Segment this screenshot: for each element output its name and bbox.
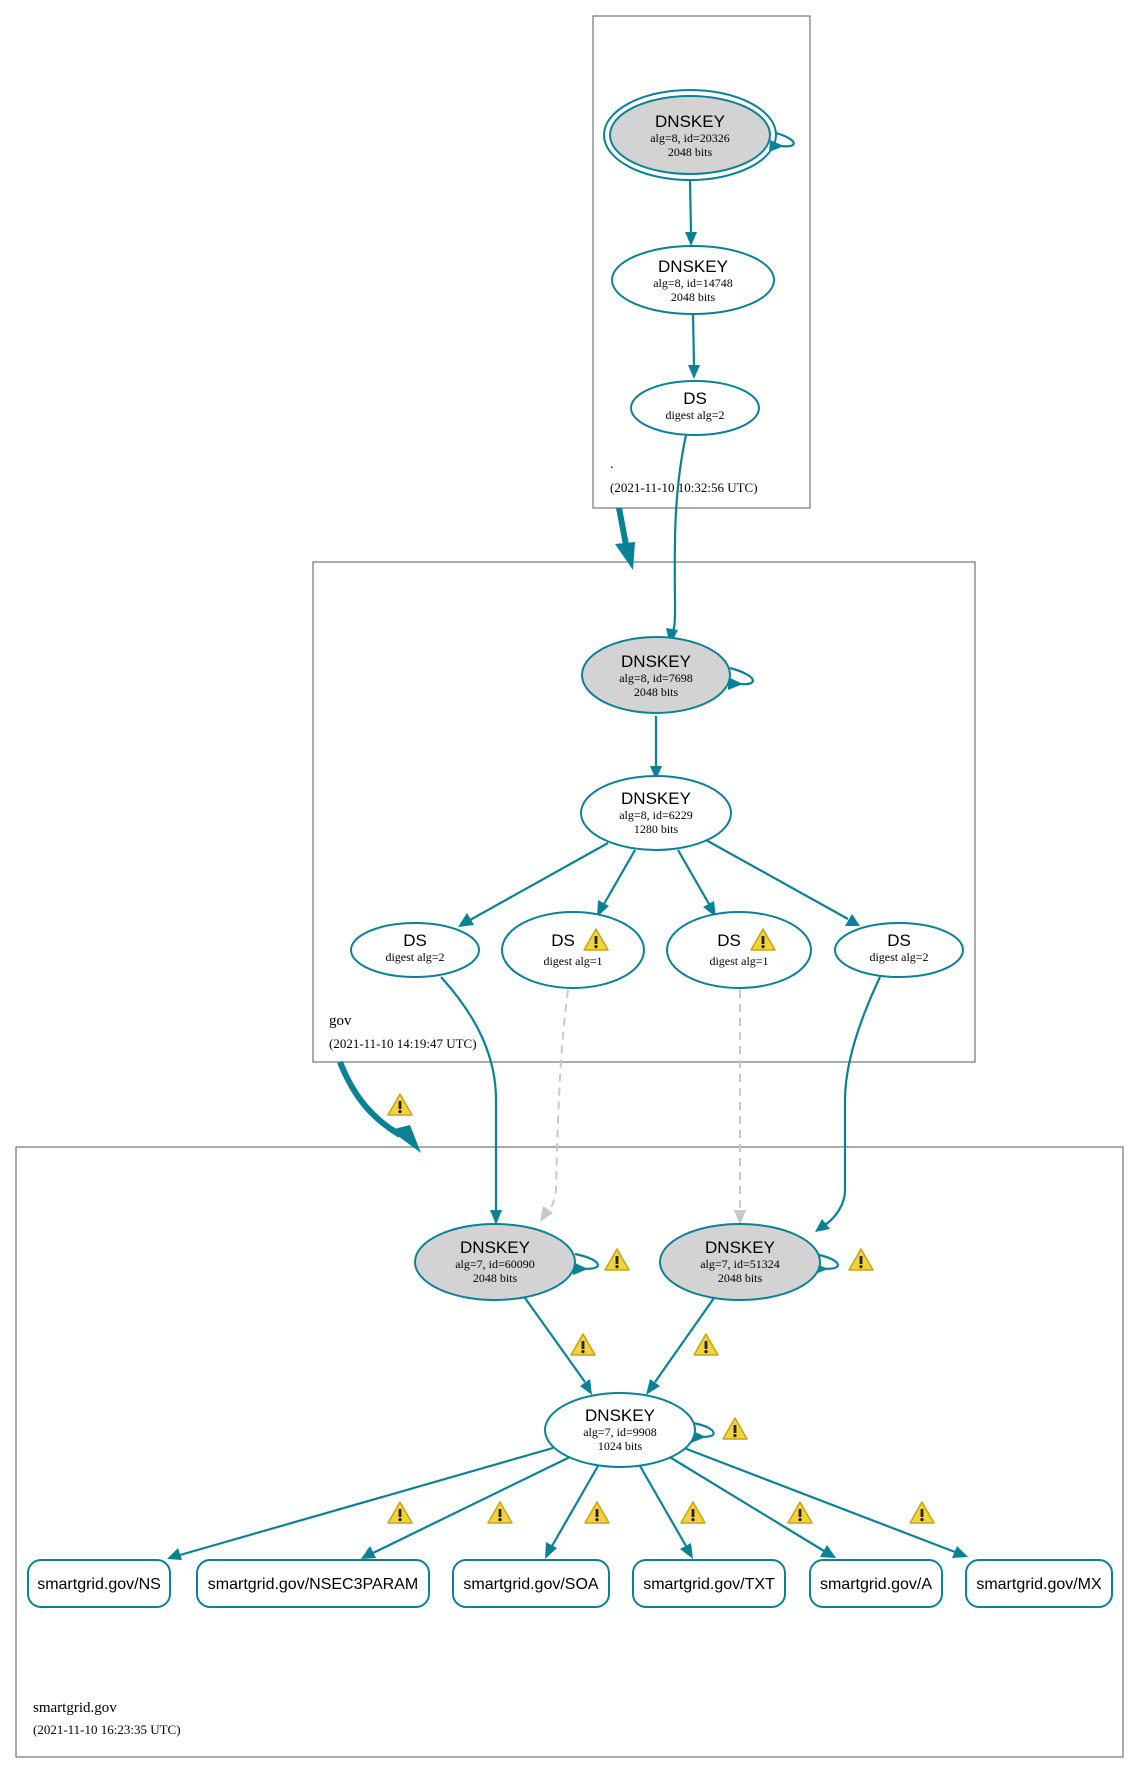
record-a[interactable]: smartgrid.gov/A	[809, 1559, 943, 1608]
node-sg-ksk-51324[interactable]: DNSKEY alg=7, id=51324 2048 bits	[659, 1223, 821, 1301]
zone-root-timestamp: (2021-11-10 10:32:56 UTC)	[610, 480, 758, 495]
zone-smartgrid: smartgrid.gov (2021-11-10 16:23:35 UTC)	[15, 1146, 1124, 1758]
node-gov-ds-3[interactable]: DS digest alg=1	[666, 911, 812, 989]
node-detail: digest alg=2	[385, 950, 444, 964]
warning-icon	[787, 1501, 813, 1524]
record-nsec3param[interactable]: smartgrid.gov/NSEC3PARAM	[196, 1559, 430, 1608]
warning-icon	[487, 1501, 513, 1524]
node-type: DS	[717, 931, 741, 950]
record-label: smartgrid.gov/A	[820, 1576, 932, 1593]
node-type: DNSKEY	[655, 112, 725, 131]
warning-icon	[570, 1333, 596, 1356]
zone-smartgrid-name: smartgrid.gov	[33, 1700, 117, 1716]
node-type: DNSKEY	[621, 652, 691, 671]
node-gov-ksk[interactable]: DNSKEY alg=8, id=7698 2048 bits	[581, 636, 731, 714]
zone-gov: gov (2021-11-10 14:19:47 UTC)	[312, 561, 976, 1063]
zone-gov-name: gov	[329, 1013, 352, 1029]
record-label: smartgrid.gov/MX	[976, 1576, 1102, 1593]
zone-gov-timestamp: (2021-11-10 14:19:47 UTC)	[329, 1036, 477, 1051]
record-soa[interactable]: smartgrid.gov/SOA	[452, 1559, 610, 1608]
node-type: DNSKEY	[658, 257, 728, 276]
node-detail: alg=8, id=7698	[619, 671, 693, 685]
zone-smartgrid-timestamp: (2021-11-10 16:23:35 UTC)	[33, 1722, 181, 1737]
node-detail: alg=7, id=9908	[583, 1425, 657, 1439]
node-gov-zsk[interactable]: DNSKEY alg=8, id=6229 1280 bits	[580, 775, 732, 851]
warning-icon	[909, 1501, 935, 1524]
node-type: DNSKEY	[621, 789, 691, 808]
node-type: DS	[887, 931, 911, 950]
node-type: DS	[551, 931, 575, 950]
node-gov-ds-2[interactable]: DS digest alg=1	[501, 911, 645, 989]
node-detail: alg=8, id=14748	[653, 276, 733, 290]
zone-root-name: .	[610, 457, 614, 472]
record-label: smartgrid.gov/NS	[37, 1576, 161, 1593]
node-sg-ksk-60090[interactable]: DNSKEY alg=7, id=60090 2048 bits	[414, 1223, 576, 1301]
node-detail: 2048 bits	[718, 1271, 763, 1285]
edges-gov	[440, 666, 881, 1232]
node-root-zsk[interactable]: DNSKEY alg=8, id=14748 2048 bits	[611, 245, 775, 315]
node-detail: digest alg=2	[665, 408, 724, 422]
node-root-ds[interactable]: DS digest alg=2	[630, 380, 760, 436]
warning-icon	[848, 1248, 874, 1271]
warning-icon	[722, 1417, 748, 1440]
node-detail: digest alg=1	[709, 954, 768, 968]
node-type: DNSKEY	[585, 1406, 655, 1425]
node-detail: alg=7, id=60090	[455, 1257, 535, 1271]
delegation-root-gov	[615, 507, 635, 570]
delegation-gov-smartgrid	[337, 1060, 421, 1153]
record-ns[interactable]: smartgrid.gov/NS	[27, 1559, 171, 1608]
record-label: smartgrid.gov/SOA	[463, 1576, 598, 1593]
warning-icon	[584, 1501, 610, 1524]
node-detail: 2048 bits	[671, 290, 716, 304]
node-detail: digest alg=2	[869, 950, 928, 964]
zone-root: . (2021-11-10 10:32:56 UTC)	[592, 15, 811, 509]
warning-icon	[693, 1333, 719, 1356]
node-detail: 2048 bits	[473, 1271, 518, 1285]
node-detail: 2048 bits	[634, 685, 679, 699]
node-root-ksk[interactable]: DNSKEY alg=8, id=20326 2048 bits	[603, 89, 777, 181]
node-type: DNSKEY	[705, 1238, 775, 1257]
node-type: DNSKEY	[460, 1238, 530, 1257]
node-detail: 1280 bits	[634, 822, 679, 836]
warning-icon	[680, 1501, 706, 1524]
node-detail: 1024 bits	[598, 1439, 643, 1453]
record-mx[interactable]: smartgrid.gov/MX	[965, 1559, 1113, 1608]
node-sg-zsk-9908[interactable]: DNSKEY alg=7, id=9908 1024 bits	[544, 1392, 696, 1468]
warning-icon	[387, 1501, 413, 1524]
record-txt[interactable]: smartgrid.gov/TXT	[632, 1559, 786, 1608]
node-detail: digest alg=1	[543, 954, 602, 968]
node-detail: alg=8, id=6229	[619, 808, 693, 822]
node-type: DS	[403, 931, 427, 950]
warning-icon	[604, 1248, 630, 1271]
node-detail: alg=7, id=51324	[700, 1257, 780, 1271]
record-label: smartgrid.gov/TXT	[643, 1576, 775, 1593]
node-gov-ds-4[interactable]: DS digest alg=2	[834, 922, 964, 978]
warning-icon	[387, 1093, 413, 1116]
node-gov-ds-1[interactable]: DS digest alg=2	[350, 922, 480, 978]
node-type: DS	[683, 389, 707, 408]
node-detail: 2048 bits	[668, 145, 713, 159]
record-label: smartgrid.gov/NSEC3PARAM	[208, 1576, 418, 1593]
node-detail: alg=8, id=20326	[650, 131, 730, 145]
